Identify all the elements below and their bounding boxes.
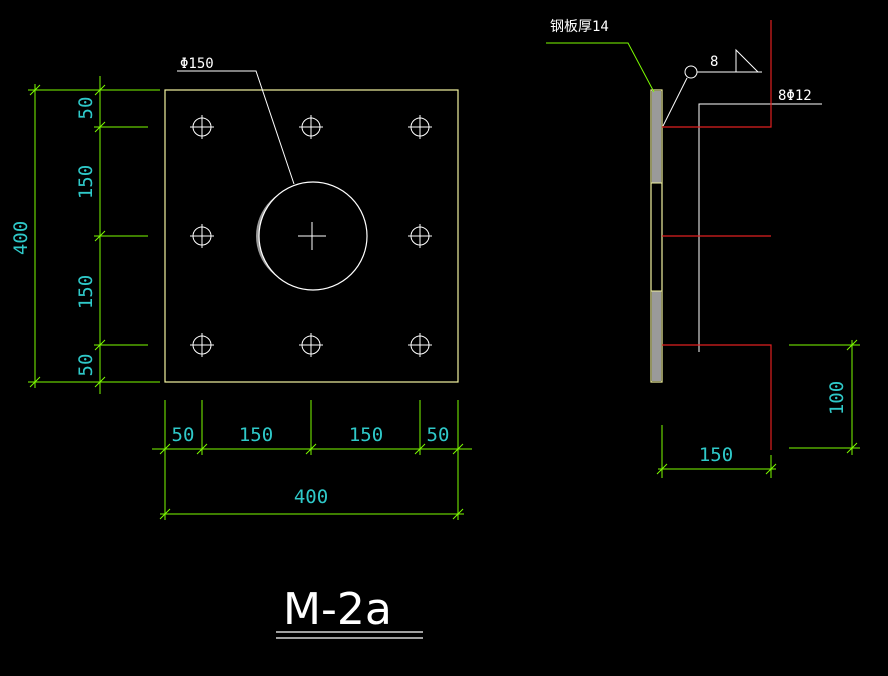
anchor-hole [190,224,214,248]
drawing-title: M-2a [283,584,392,635]
left-dim-3: 150 [75,275,97,309]
bottom-dimension-lines [152,400,472,520]
left-dimension-lines [28,76,160,394]
section-view: 钢板厚14 8 8Φ12 [546,19,860,478]
section-dimension-lines [656,339,860,478]
left-dim-2: 150 [75,165,97,199]
anchor-hole [408,115,432,139]
section-dim-width: 150 [699,444,733,466]
hole-leader [177,70,295,185]
section-dim-height: 100 [826,381,848,415]
plate-section [650,89,663,383]
left-dim-4: 50 [75,354,97,377]
drawing-title-block: M-2a [276,584,423,639]
hole-label: Φ150 [180,56,214,72]
rebar-label: 8Φ12 [778,88,812,104]
anchor-holes [190,115,432,357]
plan-view: Φ150 50 150 150 50 400 [10,56,472,520]
anchor-hole [408,224,432,248]
left-dim-total: 400 [10,221,32,255]
weld-symbol [662,48,762,127]
plate-outline [164,89,459,383]
bottom-dim-total: 400 [294,486,328,508]
anchor-hole [299,333,323,357]
center-hole [256,181,368,291]
bottom-dim-4: 50 [427,424,450,446]
anchor-hole [190,333,214,357]
bottom-dim-2: 150 [239,424,273,446]
anchor-hole [299,115,323,139]
left-dim-1: 50 [75,97,97,120]
weld-size: 8 [710,54,718,70]
concrete-edge [698,103,822,352]
plate-leader [546,42,655,93]
anchor-hole [408,333,432,357]
anchor-rebars [662,20,772,450]
bottom-dim-3: 150 [349,424,383,446]
anchor-hole [190,115,214,139]
plate-label: 钢板厚14 [550,19,609,35]
bottom-dim-1: 50 [172,424,195,446]
